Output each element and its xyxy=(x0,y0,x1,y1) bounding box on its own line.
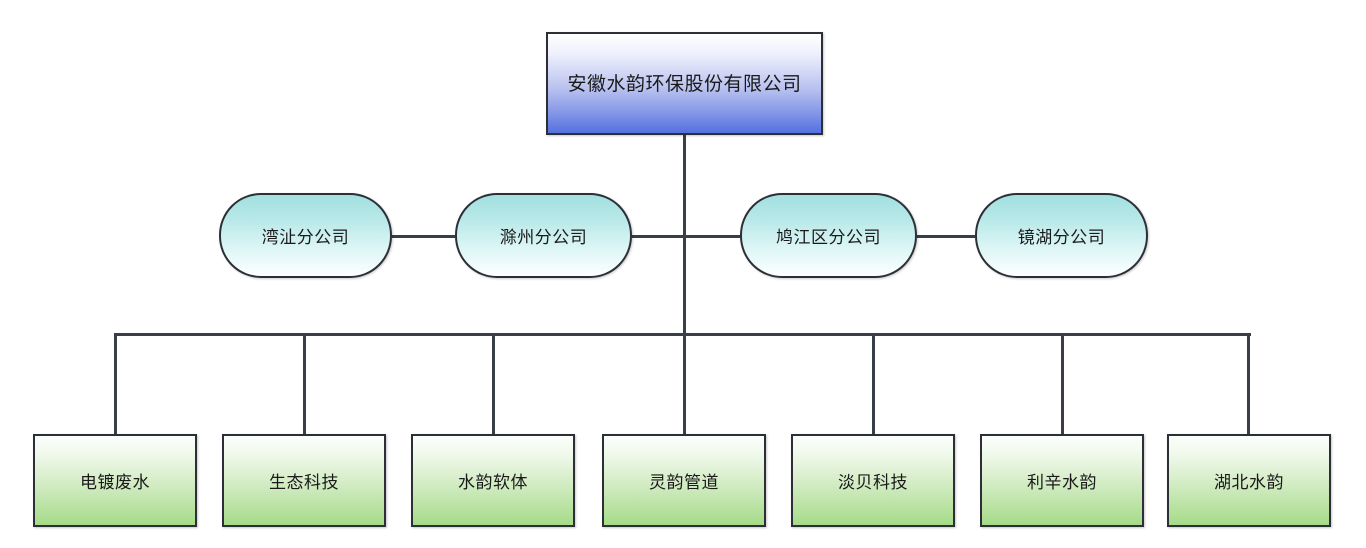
connector-branch-right-inner xyxy=(683,235,740,238)
node-branch-label: 湾沚分公司 xyxy=(261,228,350,248)
node-subsidiary-label: 淡贝科技 xyxy=(838,473,908,493)
connector-drop-7 xyxy=(1247,333,1250,434)
connector-drop-2 xyxy=(303,333,306,434)
node-subsidiary-label: 水韵软体 xyxy=(458,473,528,493)
node-subsidiary-label: 利辛水韵 xyxy=(1027,473,1097,493)
node-branch-jinghu[interactable]: 镜湖分公司 xyxy=(975,193,1148,278)
node-subsidiary-label: 灵韵管道 xyxy=(649,473,719,493)
node-subsidiary-shengtaikeji[interactable]: 生态科技 xyxy=(222,434,386,527)
node-subsidiary-danbeikeji[interactable]: 淡贝科技 xyxy=(791,434,955,527)
connector-branch-left-inner xyxy=(632,235,685,238)
connector-drop-3 xyxy=(492,333,495,434)
node-root-label: 安徽水韵环保股份有限公司 xyxy=(567,72,802,95)
node-subsidiary-label: 电镀废水 xyxy=(80,473,150,493)
node-subsidiary-shuiyunruanti[interactable]: 水韵软体 xyxy=(411,434,575,527)
node-branch-jiujiangqu[interactable]: 鸠江区分公司 xyxy=(740,193,917,278)
connector-root-trunk xyxy=(683,135,686,334)
node-branch-label: 镜湖分公司 xyxy=(1017,228,1106,248)
node-root-company[interactable]: 安徽水韵环保股份有限公司 xyxy=(546,32,823,135)
node-subsidiary-label: 生态科技 xyxy=(269,473,339,493)
connector-drop-4 xyxy=(683,333,686,434)
node-branch-wanzhi[interactable]: 湾沚分公司 xyxy=(219,193,392,278)
connector-drop-5 xyxy=(872,333,875,434)
connector-branch-right-outer xyxy=(917,235,975,238)
node-branch-chuzhou[interactable]: 滁州分公司 xyxy=(455,193,632,278)
node-subsidiary-diandufeishui[interactable]: 电镀废水 xyxy=(33,434,197,527)
connector-branch-left-outer xyxy=(392,235,455,238)
node-subsidiary-label: 湖北水韵 xyxy=(1214,473,1284,493)
node-branch-label: 鸠江区分公司 xyxy=(776,228,881,248)
node-subsidiary-hubeishuiyun[interactable]: 湖北水韵 xyxy=(1167,434,1331,527)
node-branch-label: 滁州分公司 xyxy=(499,228,588,248)
node-subsidiary-lixinshuiyun[interactable]: 利辛水韵 xyxy=(980,434,1144,527)
connector-drop-1 xyxy=(114,333,117,434)
node-subsidiary-lingyunguandao[interactable]: 灵韵管道 xyxy=(602,434,766,527)
connector-drop-6 xyxy=(1061,333,1064,434)
